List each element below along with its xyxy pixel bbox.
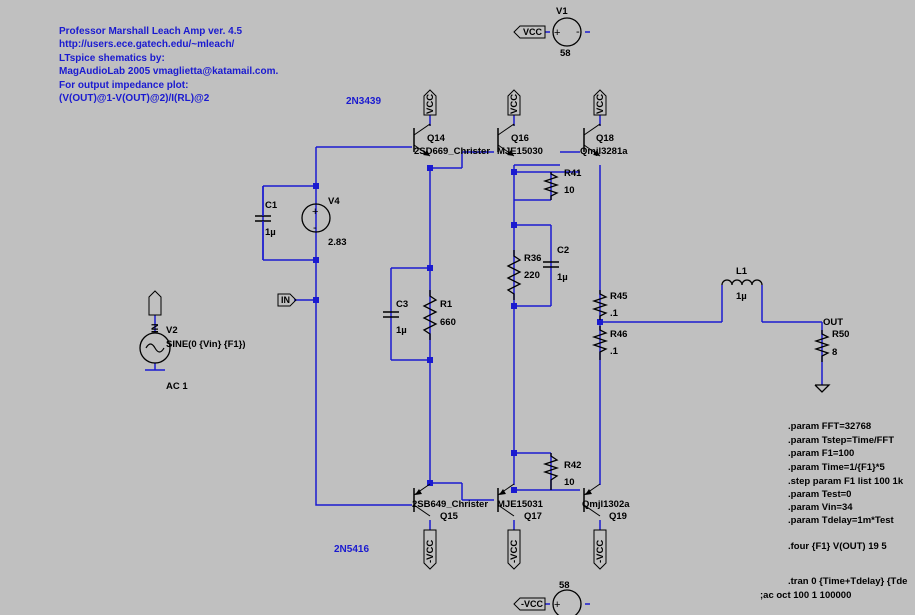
- r41-value: 10: [564, 185, 575, 196]
- c3-name: C3: [396, 299, 409, 310]
- q14-model: 2SD669_Christer: [414, 146, 491, 157]
- q18-name: Q18: [596, 133, 614, 144]
- q16-model: MJE15030: [497, 146, 543, 157]
- r1-name: R1: [440, 299, 453, 310]
- v4-value: 2.83: [328, 237, 347, 248]
- l1-value: 1µ: [736, 291, 747, 302]
- r36-value: 220: [524, 270, 540, 281]
- v1-name: V1: [556, 6, 568, 17]
- directive-line[interactable]: .param Tdelay=1m*Test: [788, 515, 894, 526]
- note-line: Professor Marshall Leach Amp ver. 4.5: [59, 26, 243, 37]
- q15-model: 2SB649_Christer: [412, 499, 489, 510]
- note-line: http://users.ece.gatech.edu/~mleach/: [59, 39, 235, 50]
- svg-text:+: +: [312, 206, 318, 218]
- r45-name: R45: [610, 291, 628, 302]
- voltage-sources: + - + - +: [139, 17, 582, 615]
- v2-name: V2: [166, 325, 178, 336]
- vcc-flag-q18[interactable]: VCC: [595, 93, 606, 114]
- q17-model: MJE15031: [497, 499, 543, 510]
- junctions: [313, 165, 603, 493]
- q19-model: Qmjl1302a: [582, 499, 630, 510]
- l1-name: L1: [736, 266, 748, 277]
- directive-line[interactable]: .param Vin=34: [788, 502, 853, 513]
- r42-value: 10: [564, 477, 575, 488]
- v1-value: 58: [560, 48, 571, 59]
- r42-name: R42: [564, 460, 582, 471]
- resistors: [422, 172, 831, 490]
- directive-line[interactable]: .param F1=100: [788, 448, 855, 459]
- directive-line[interactable]: .tran 0 {Time+Tdelay} {Tde: [788, 576, 908, 587]
- r46-value: .1: [610, 346, 618, 357]
- r50-value: 8: [832, 347, 838, 358]
- q18-model: Qmjl3281a: [580, 146, 628, 157]
- svg-text:+: +: [554, 599, 560, 611]
- r41-name: R41: [564, 168, 582, 179]
- note-line: MagAudioLab 2005 vmaglietta@katamail.com…: [59, 66, 279, 77]
- svg-text:-: -: [313, 222, 317, 234]
- c2-name: C2: [557, 245, 570, 256]
- v2-ac: AC 1: [166, 381, 188, 392]
- wires: [145, 31, 823, 605]
- inductor-l1: [721, 279, 763, 286]
- vcc-flag-q14[interactable]: VCC: [425, 93, 436, 114]
- v2-value: SINE(0 {Vin} {F1}): [166, 339, 246, 350]
- out-port-label[interactable]: OUT: [823, 317, 844, 328]
- vcc-flag-q16[interactable]: VCC: [509, 93, 520, 114]
- in-port-flag[interactable]: IN: [281, 295, 290, 305]
- r45-value: .1: [610, 308, 618, 319]
- directive-line[interactable]: .param Tstep=Time/FFT: [788, 435, 895, 446]
- svg-text:-: -: [576, 26, 580, 38]
- v1-vcc-flag[interactable]: VCC: [523, 27, 543, 37]
- r50-name: R50: [832, 329, 850, 340]
- net-flags: [148, 25, 607, 611]
- r1-value: 660: [440, 317, 456, 328]
- ground-symbols: [814, 384, 831, 393]
- neg-vcc-flag-q19[interactable]: -VCC: [595, 539, 606, 563]
- neg-vcc-flag-q15[interactable]: -VCC: [425, 539, 436, 563]
- transistor-note-top: 2N3439: [346, 96, 382, 107]
- q17-name: Q17: [524, 511, 542, 522]
- r36-name: R36: [524, 253, 542, 264]
- r46-name: R46: [610, 329, 628, 340]
- directive-line[interactable]: .four {F1} V(OUT) 19 5: [788, 541, 887, 552]
- q16-name: Q16: [511, 133, 529, 144]
- note-line: (V(OUT)@1-V(OUT)@2)/I(RL)@2: [59, 93, 210, 104]
- vneg-value: 58: [559, 580, 570, 591]
- directive-line[interactable]: .param FFT=32768: [788, 421, 872, 432]
- transistors: [413, 123, 601, 517]
- vneg-flag[interactable]: -VCC: [521, 599, 543, 609]
- neg-vcc-flag-q17[interactable]: -VCC: [509, 539, 520, 563]
- svg-text:+: +: [554, 27, 560, 39]
- c1-value: 1µ: [265, 227, 276, 238]
- directive-line[interactable]: ;ac oct 100 1 100000: [760, 590, 852, 601]
- q15-name: Q15: [440, 511, 458, 522]
- c1-name: C1: [265, 200, 278, 211]
- c3-value: 1µ: [396, 325, 407, 336]
- directive-line[interactable]: .param Test=0: [788, 489, 852, 500]
- capacitors: [255, 186, 559, 318]
- transistor-note-bottom: 2N5416: [334, 544, 370, 555]
- v2-in-flag[interactable]: IN: [150, 323, 161, 334]
- q14-name: Q14: [427, 133, 445, 144]
- q19-name: Q19: [609, 511, 627, 522]
- directive-line[interactable]: .step param F1 list 100 1k: [788, 476, 904, 487]
- note-line: For output impedance plot:: [59, 80, 189, 91]
- c2-value: 1µ: [557, 272, 568, 283]
- v4-name: V4: [328, 196, 340, 207]
- directive-line[interactable]: .param Time=1/{F1}*5: [788, 462, 885, 473]
- note-line: LTspice shematics by:: [59, 53, 165, 64]
